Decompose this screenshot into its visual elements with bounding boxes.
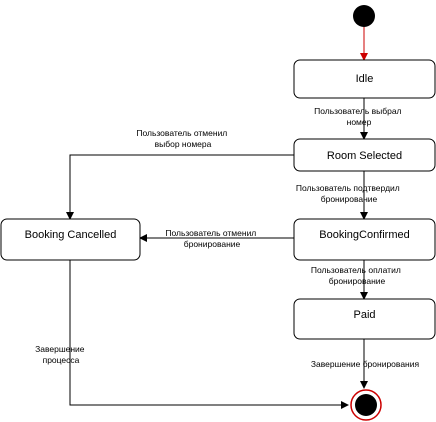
state-booking-cancelled-label: Booking Cancelled bbox=[25, 229, 117, 241]
final-state-node bbox=[350, 389, 382, 421]
state-paid-label: Paid bbox=[353, 309, 375, 321]
cancelled-to-end-label: Завершение процесса bbox=[35, 344, 87, 365]
state-room-selected: Room Selected bbox=[293, 138, 436, 172]
paid-to-end-label: Завершение бронирования bbox=[311, 359, 420, 369]
state-room-selected-label: Room Selected bbox=[327, 150, 402, 162]
room-selected-to-cancelled-edge bbox=[66, 154, 294, 220]
state-booking-confirmed: BookingConfirmed bbox=[293, 218, 436, 261]
confirmed-to-cancelled-label: Пользователь отменил бронирование bbox=[165, 228, 258, 249]
state-booking-confirmed-label: BookingConfirmed bbox=[319, 229, 410, 241]
room-selected-to-cancelled-label: Пользователь отменил выбор номера bbox=[136, 128, 229, 149]
room-selected-to-confirmed-label: Пользователь подтвердил бронирование bbox=[296, 183, 402, 204]
cancelled-to-end-edge bbox=[69, 260, 349, 409]
state-paid: Paid bbox=[293, 298, 436, 340]
initial-state-node bbox=[353, 5, 375, 27]
state-idle-label: Idle bbox=[356, 73, 374, 85]
state-booking-cancelled: Booking Cancelled bbox=[0, 218, 141, 261]
confirmed-to-paid-label: Пользователь оплатил бронирование bbox=[311, 265, 403, 286]
state-idle: Idle bbox=[293, 59, 436, 99]
idle-to-room-selected-label: Пользователь выбрал номер bbox=[314, 106, 404, 127]
